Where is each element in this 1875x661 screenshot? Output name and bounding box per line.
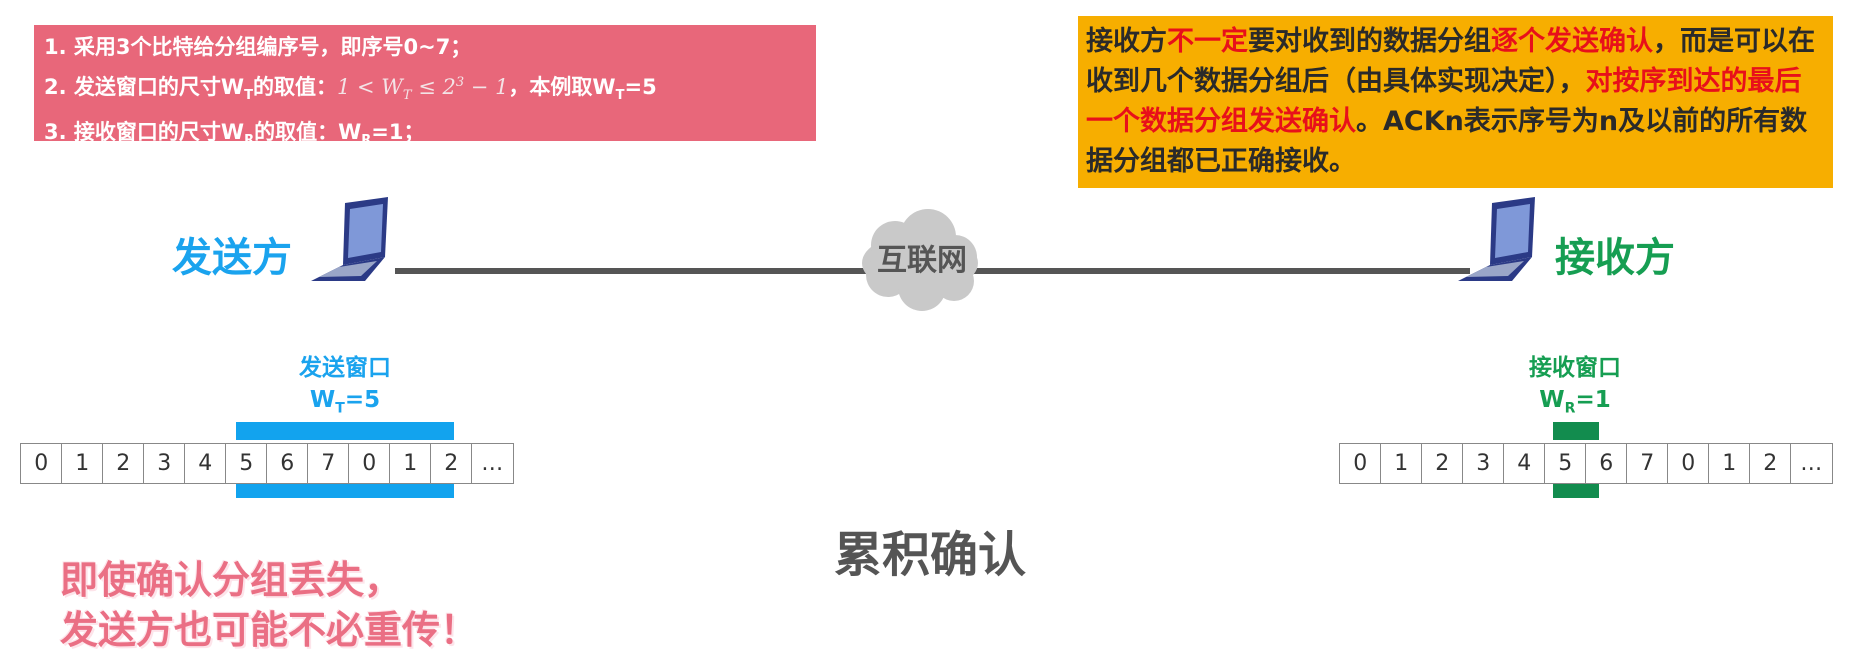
sender-sequence-cell: 2 bbox=[430, 443, 473, 484]
send-window-top-bar bbox=[236, 422, 454, 440]
internet-label: 互联网 bbox=[877, 243, 967, 278]
receiver-sequence-cell: 2 bbox=[1749, 443, 1792, 484]
send-window-bottom-bar bbox=[236, 484, 454, 498]
info-line-1: 1. 采用3个比特给分组编序号，即序号0~7； bbox=[44, 35, 472, 59]
sender-sequence-cell: 0 bbox=[20, 443, 63, 484]
receiver-sequence-cell: 3 bbox=[1462, 443, 1505, 484]
receive-window-title: 接收窗口 WR=1 bbox=[1529, 355, 1621, 417]
sender-sequence-cell: 5 bbox=[225, 443, 268, 484]
receive-window-top-bar bbox=[1553, 422, 1599, 440]
internet-cloud-icon bbox=[850, 205, 990, 315]
info-line-3: 3. 接收窗口的尺寸WR的取值：WR=1； bbox=[44, 120, 425, 149]
sender-sequence-cell: 2 bbox=[102, 443, 145, 484]
laptop-icon bbox=[1452, 195, 1547, 289]
info-line-2: 2. 发送窗口的尺寸WT的取值：1 < WT ≤ 23 − 1，本例取WT=5 bbox=[44, 75, 657, 104]
sender-sequence-cell: 1 bbox=[61, 443, 104, 484]
receiver-sequence-cell: 1 bbox=[1380, 443, 1423, 484]
laptop-icon bbox=[305, 195, 400, 289]
receiver-sequence-cell: 7 bbox=[1626, 443, 1669, 484]
receiver-sequence-cell: … bbox=[1790, 443, 1833, 484]
window-size-formula: 1 < WT ≤ 23 − 1 bbox=[336, 75, 509, 104]
receiver-sequence-cell: 0 bbox=[1339, 443, 1382, 484]
sender-sequence-cell: 4 bbox=[184, 443, 227, 484]
note-box: 接收方不一定要对收到的数据分组逐个发送确认，而是可以在收到几个数据分组后（由具体… bbox=[1078, 16, 1833, 188]
footnote: 即使确认分组丢失， 发送方也可能不必重传！ bbox=[60, 558, 479, 652]
sender-sequence-cell: 6 bbox=[266, 443, 309, 484]
receiver-sequence-cell: 6 bbox=[1585, 443, 1628, 484]
sender-sequence-cell: 1 bbox=[389, 443, 432, 484]
sender-sequence-cell: 7 bbox=[307, 443, 350, 484]
info-box: 1. 采用3个比特给分组编序号，即序号0~7； 2. 发送窗口的尺寸WT的取值：… bbox=[34, 25, 816, 148]
sender-sequence-cell: 0 bbox=[348, 443, 391, 484]
receiver-label: 接收方 bbox=[1555, 235, 1675, 281]
receiver-sequence-cell: 0 bbox=[1667, 443, 1710, 484]
sender-sequence-cell: 3 bbox=[143, 443, 186, 484]
receive-window-bottom-bar bbox=[1553, 484, 1599, 498]
sender-label: 发送方 bbox=[172, 235, 292, 281]
receiver-sequence-cell: 5 bbox=[1544, 443, 1587, 484]
receiver-sequence-cell: 4 bbox=[1503, 443, 1546, 484]
diagram-title: 累积确认 bbox=[833, 527, 1026, 583]
send-window-title: 发送窗口 WT=5 bbox=[299, 355, 391, 417]
receiver-sequence-cell: 1 bbox=[1708, 443, 1751, 484]
sender-sequence-cell: … bbox=[471, 443, 514, 484]
receiver-sequence-cell: 2 bbox=[1421, 443, 1464, 484]
